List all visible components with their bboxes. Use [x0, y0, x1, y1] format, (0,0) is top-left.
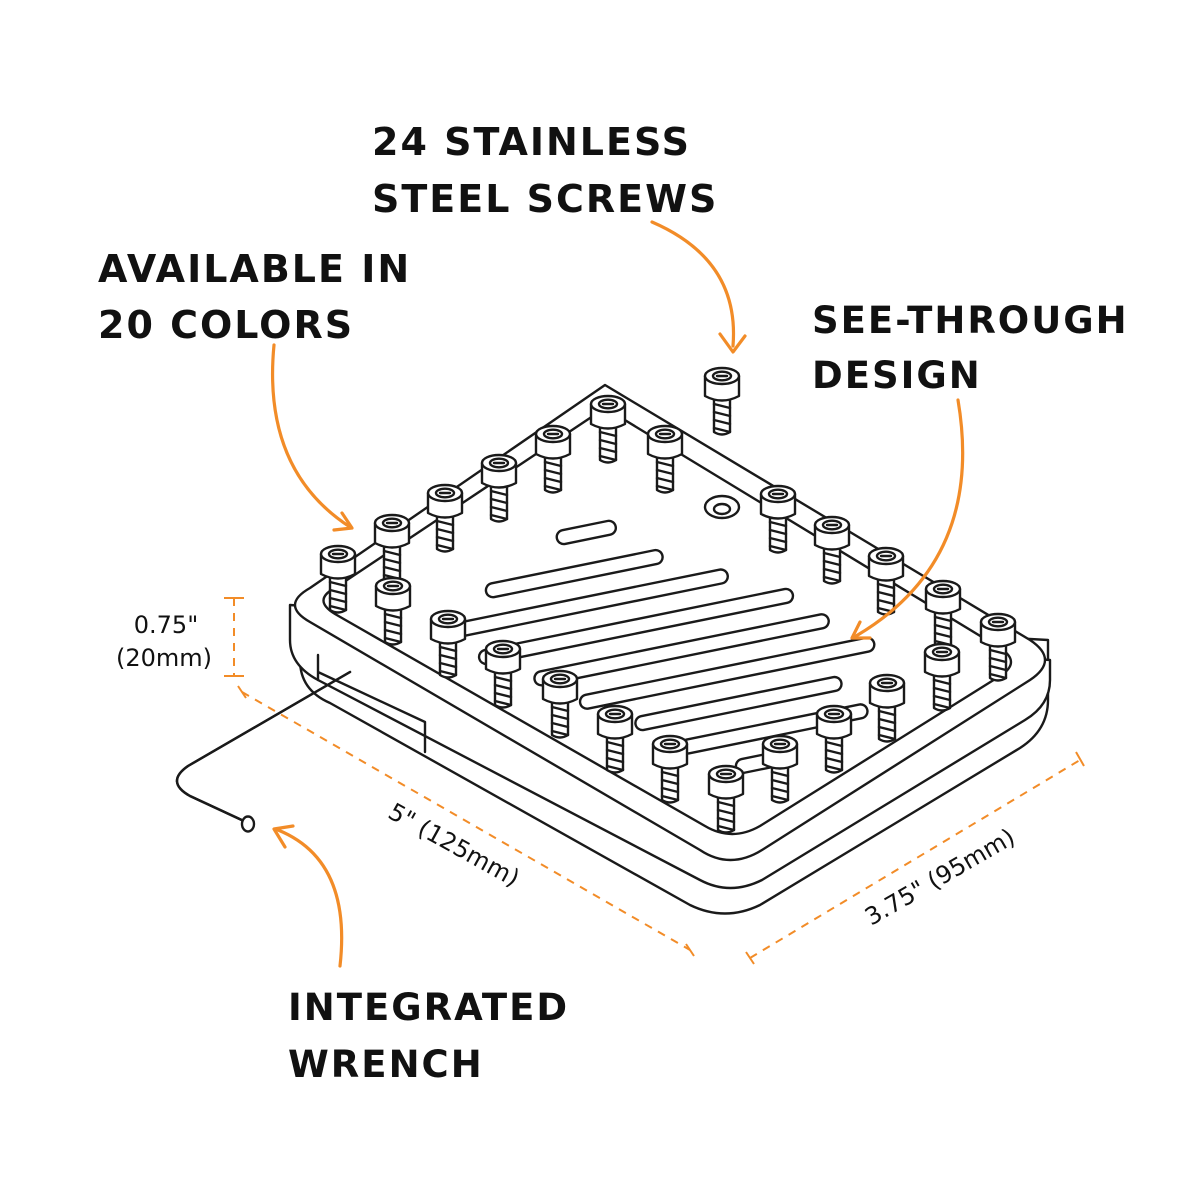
integrated-wrench: [175, 670, 352, 833]
arrow-see-through: [854, 398, 965, 638]
plate-inner-edge: [322, 406, 1013, 836]
callout-screws-line2: STEEL SCREWS: [372, 177, 718, 221]
callout-screws: 24 STAINLESS STEEL SCREWS: [372, 120, 718, 221]
callout-colors: AVAILABLE IN 20 COLORS: [98, 247, 411, 347]
slot: [555, 519, 618, 546]
callout-arrows: [270, 220, 965, 968]
arrow-wrench: [276, 828, 344, 968]
callout-see-through: SEE-THROUGH DESIGN: [812, 299, 1129, 397]
slot: [484, 548, 664, 599]
callout-wrench-line2: WRENCH: [288, 1043, 484, 1086]
arrow-colors: [270, 343, 352, 529]
mounting-hole-inner: [712, 502, 732, 516]
dimension-lines: [233, 598, 1081, 959]
height-dimension-value: 0.75": [134, 611, 198, 639]
dimension-ticks: [224, 597, 1085, 965]
slot: [477, 587, 795, 666]
height-dimension-metric: (20mm): [116, 644, 212, 672]
slot: [634, 675, 843, 732]
slot: [578, 636, 876, 710]
callout-wrench: INTEGRATED WRENCH: [288, 986, 569, 1086]
length-dimension: 5" (125mm): [384, 798, 525, 893]
wrench-slot-notch: [316, 653, 427, 754]
slot: [533, 613, 830, 687]
callout-screws-line1: 24 STAINLESS: [372, 120, 691, 164]
callout-see-through-line1: SEE-THROUGH: [812, 299, 1129, 342]
arrow-screws: [650, 220, 736, 348]
callout-wrench-line1: INTEGRATED: [288, 986, 569, 1029]
callout-colors-line1: AVAILABLE IN: [98, 247, 411, 291]
screw-loose: [703, 366, 741, 436]
callout-see-through-line2: DESIGN: [812, 354, 982, 397]
mounting-hole: [703, 494, 741, 520]
plate-top-face: [293, 383, 1047, 862]
callout-colors-line2: 20 COLORS: [98, 303, 354, 347]
